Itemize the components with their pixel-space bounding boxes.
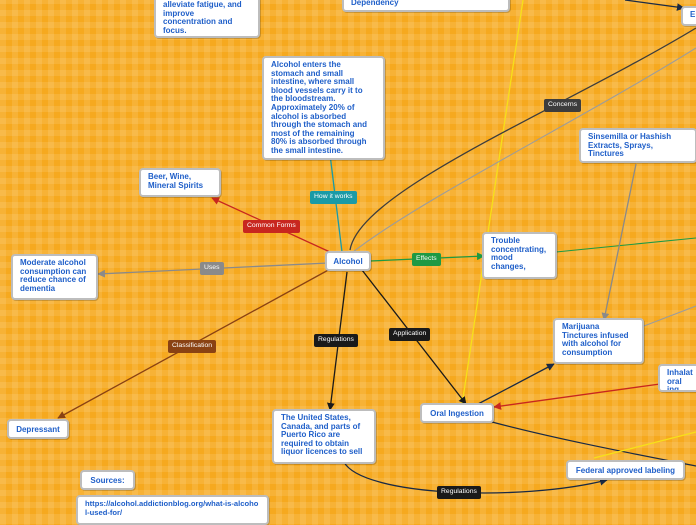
edge-yellow-main xyxy=(459,0,524,406)
tag-common-forms: Common Forms xyxy=(243,220,300,233)
node-moderate-alcohol[interactable]: Moderate alcohol consumption can reduce … xyxy=(11,254,98,300)
node-sinsemilla[interactable]: Sinsemilla or Hashish Extracts, Sprays, … xyxy=(579,128,696,163)
node-e-cut[interactable]: E xyxy=(681,6,696,26)
node-depressant[interactable]: Depressant xyxy=(7,419,69,439)
node-trouble-concentrating[interactable]: Trouble concentrating, mood changes, xyxy=(482,232,557,279)
edge-oral-to-marijuana xyxy=(477,363,555,405)
node-liquor-licences[interactable]: The United States, Canada, and parts of … xyxy=(272,409,376,464)
tag-uses: Uses xyxy=(200,262,224,275)
edge-concerns xyxy=(349,27,696,251)
edge-effects-out xyxy=(555,237,696,253)
node-sources[interactable]: Sources: xyxy=(80,470,135,490)
tag-application: Application xyxy=(389,328,431,341)
node-source-link[interactable]: https://alcohol.addictionblog.org/what-i… xyxy=(76,495,269,525)
node-beer-wine[interactable]: Beer, Wine, Mineral Spirits xyxy=(139,168,221,197)
node-how-it-works-text[interactable]: Alcohol enters the stomach and small int… xyxy=(262,56,385,160)
edge-concerns-light xyxy=(352,47,696,253)
node-marijuana-tinctures[interactable]: Marijuana Tinctures infused with alcohol… xyxy=(553,318,644,364)
node-alleviate-fatigue[interactable]: alleviate fatigue, and improve concentra… xyxy=(154,0,260,38)
tag-effects: Effects xyxy=(412,253,441,266)
edge-yellow-bottom xyxy=(593,431,696,459)
node-oral-ingestion[interactable]: Oral Ingestion xyxy=(420,403,494,423)
tag-regulations-top: Regulations xyxy=(314,334,358,347)
edge-marijuana-out xyxy=(643,305,696,327)
edge-sinsemilla-to-marijuana xyxy=(601,163,637,321)
node-dependency[interactable]: Dependency xyxy=(342,0,510,12)
node-federal-labeling[interactable]: Federal approved labeling xyxy=(566,460,685,480)
tag-how-it-works: How it works xyxy=(310,191,357,204)
tag-concerns: Concerns xyxy=(544,99,582,112)
edge-top-right-dark xyxy=(624,0,685,11)
node-alcohol[interactable]: Alcohol xyxy=(325,251,371,271)
tag-classification: Classification xyxy=(168,340,217,353)
node-inhalat-cut[interactable]: Inhalat oral ing xyxy=(658,364,696,392)
tag-regulations-bottom: Regulations xyxy=(437,486,481,499)
edge-inhalat-to-oral xyxy=(493,383,661,410)
